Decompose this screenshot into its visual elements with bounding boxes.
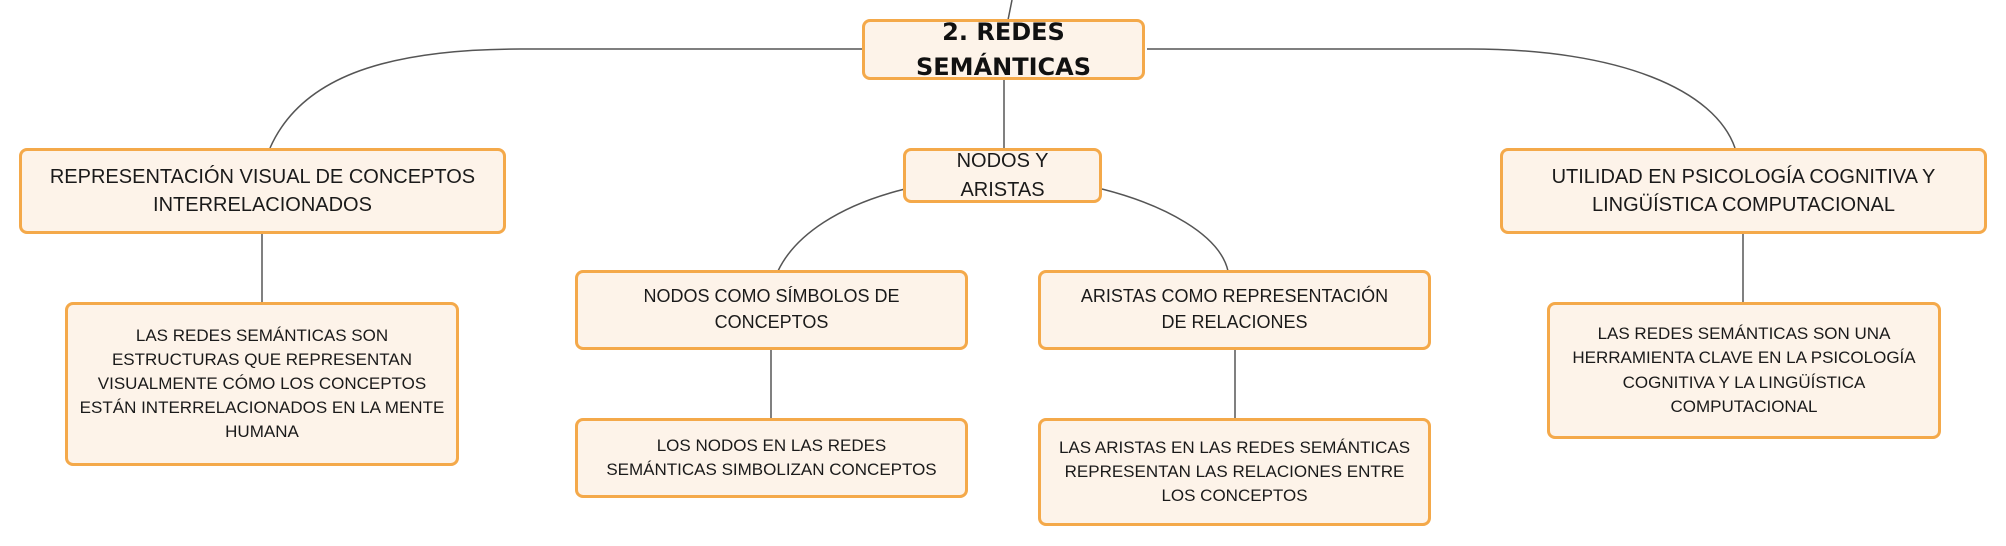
subtopic-aristas-node[interactable]: ARISTAS COMO REPRESENTACIÓN DE RELACIONE… [1038, 270, 1431, 350]
branch-representacion-label: REPRESENTACIÓN VISUAL DE CONCEPTOS INTER… [49, 165, 476, 216]
branch-utilidad-label: UTILIDAD EN PSICOLOGÍA COGNITIVA Y LINGÜ… [1551, 165, 1936, 216]
detail-utilidad-text: LAS REDES SEMÁNTICAS SON UNA HERRAMIENTA… [1572, 324, 1916, 416]
root-topic-node[interactable]: 2. REDES SEMÁNTICAS [862, 18, 1145, 81]
connector-root-representacion [269, 48, 865, 149]
detail-representacion-text: LAS REDES SEMÁNTICAS SON ESTRUCTURAS QUE… [79, 325, 445, 442]
branch-representacion-node[interactable]: REPRESENTACIÓN VISUAL DE CONCEPTOS INTER… [19, 148, 506, 234]
branch-nodos-aristas-node[interactable]: NODOS Y ARISTAS [903, 148, 1102, 203]
branch-nodos-aristas-label: NODOS Y ARISTAS [956, 150, 1049, 201]
detail-aristas-node[interactable]: LAS ARISTAS EN LAS REDES SEMÁNTICAS REPR… [1038, 418, 1431, 526]
connector-nodos-aristas-aristas [1101, 188, 1229, 272]
connector-root-utilidad [1147, 48, 1736, 149]
subtopic-nodos-label: NODOS COMO SÍMBOLOS DE CONCEPTOS [643, 286, 900, 332]
detail-representacion-node[interactable]: LAS REDES SEMÁNTICAS SON ESTRUCTURAS QUE… [65, 302, 459, 466]
branch-utilidad-node[interactable]: UTILIDAD EN PSICOLOGÍA COGNITIVA Y LINGÜ… [1500, 148, 1987, 234]
detail-aristas-text: LAS ARISTAS EN LAS REDES SEMÁNTICAS REPR… [1058, 437, 1411, 506]
detail-utilidad-node[interactable]: LAS REDES SEMÁNTICAS SON UNA HERRAMIENTA… [1547, 302, 1941, 439]
detail-nodos-node[interactable]: LOS NODOS EN LAS REDES SEMÁNTICAS SIMBOL… [575, 418, 968, 498]
subtopic-aristas-label: ARISTAS COMO REPRESENTACIÓN DE RELACIONE… [1080, 286, 1389, 332]
connector-root-parent [1007, 0, 1013, 21]
subtopic-nodos-node[interactable]: NODOS COMO SÍMBOLOS DE CONCEPTOS [575, 270, 968, 350]
connector-nodos-aristas-nodos [777, 188, 906, 272]
root-topic-label: 2. REDES SEMÁNTICAS [916, 18, 1091, 81]
detail-nodos-text: LOS NODOS EN LAS REDES SEMÁNTICAS SIMBOL… [606, 435, 937, 479]
